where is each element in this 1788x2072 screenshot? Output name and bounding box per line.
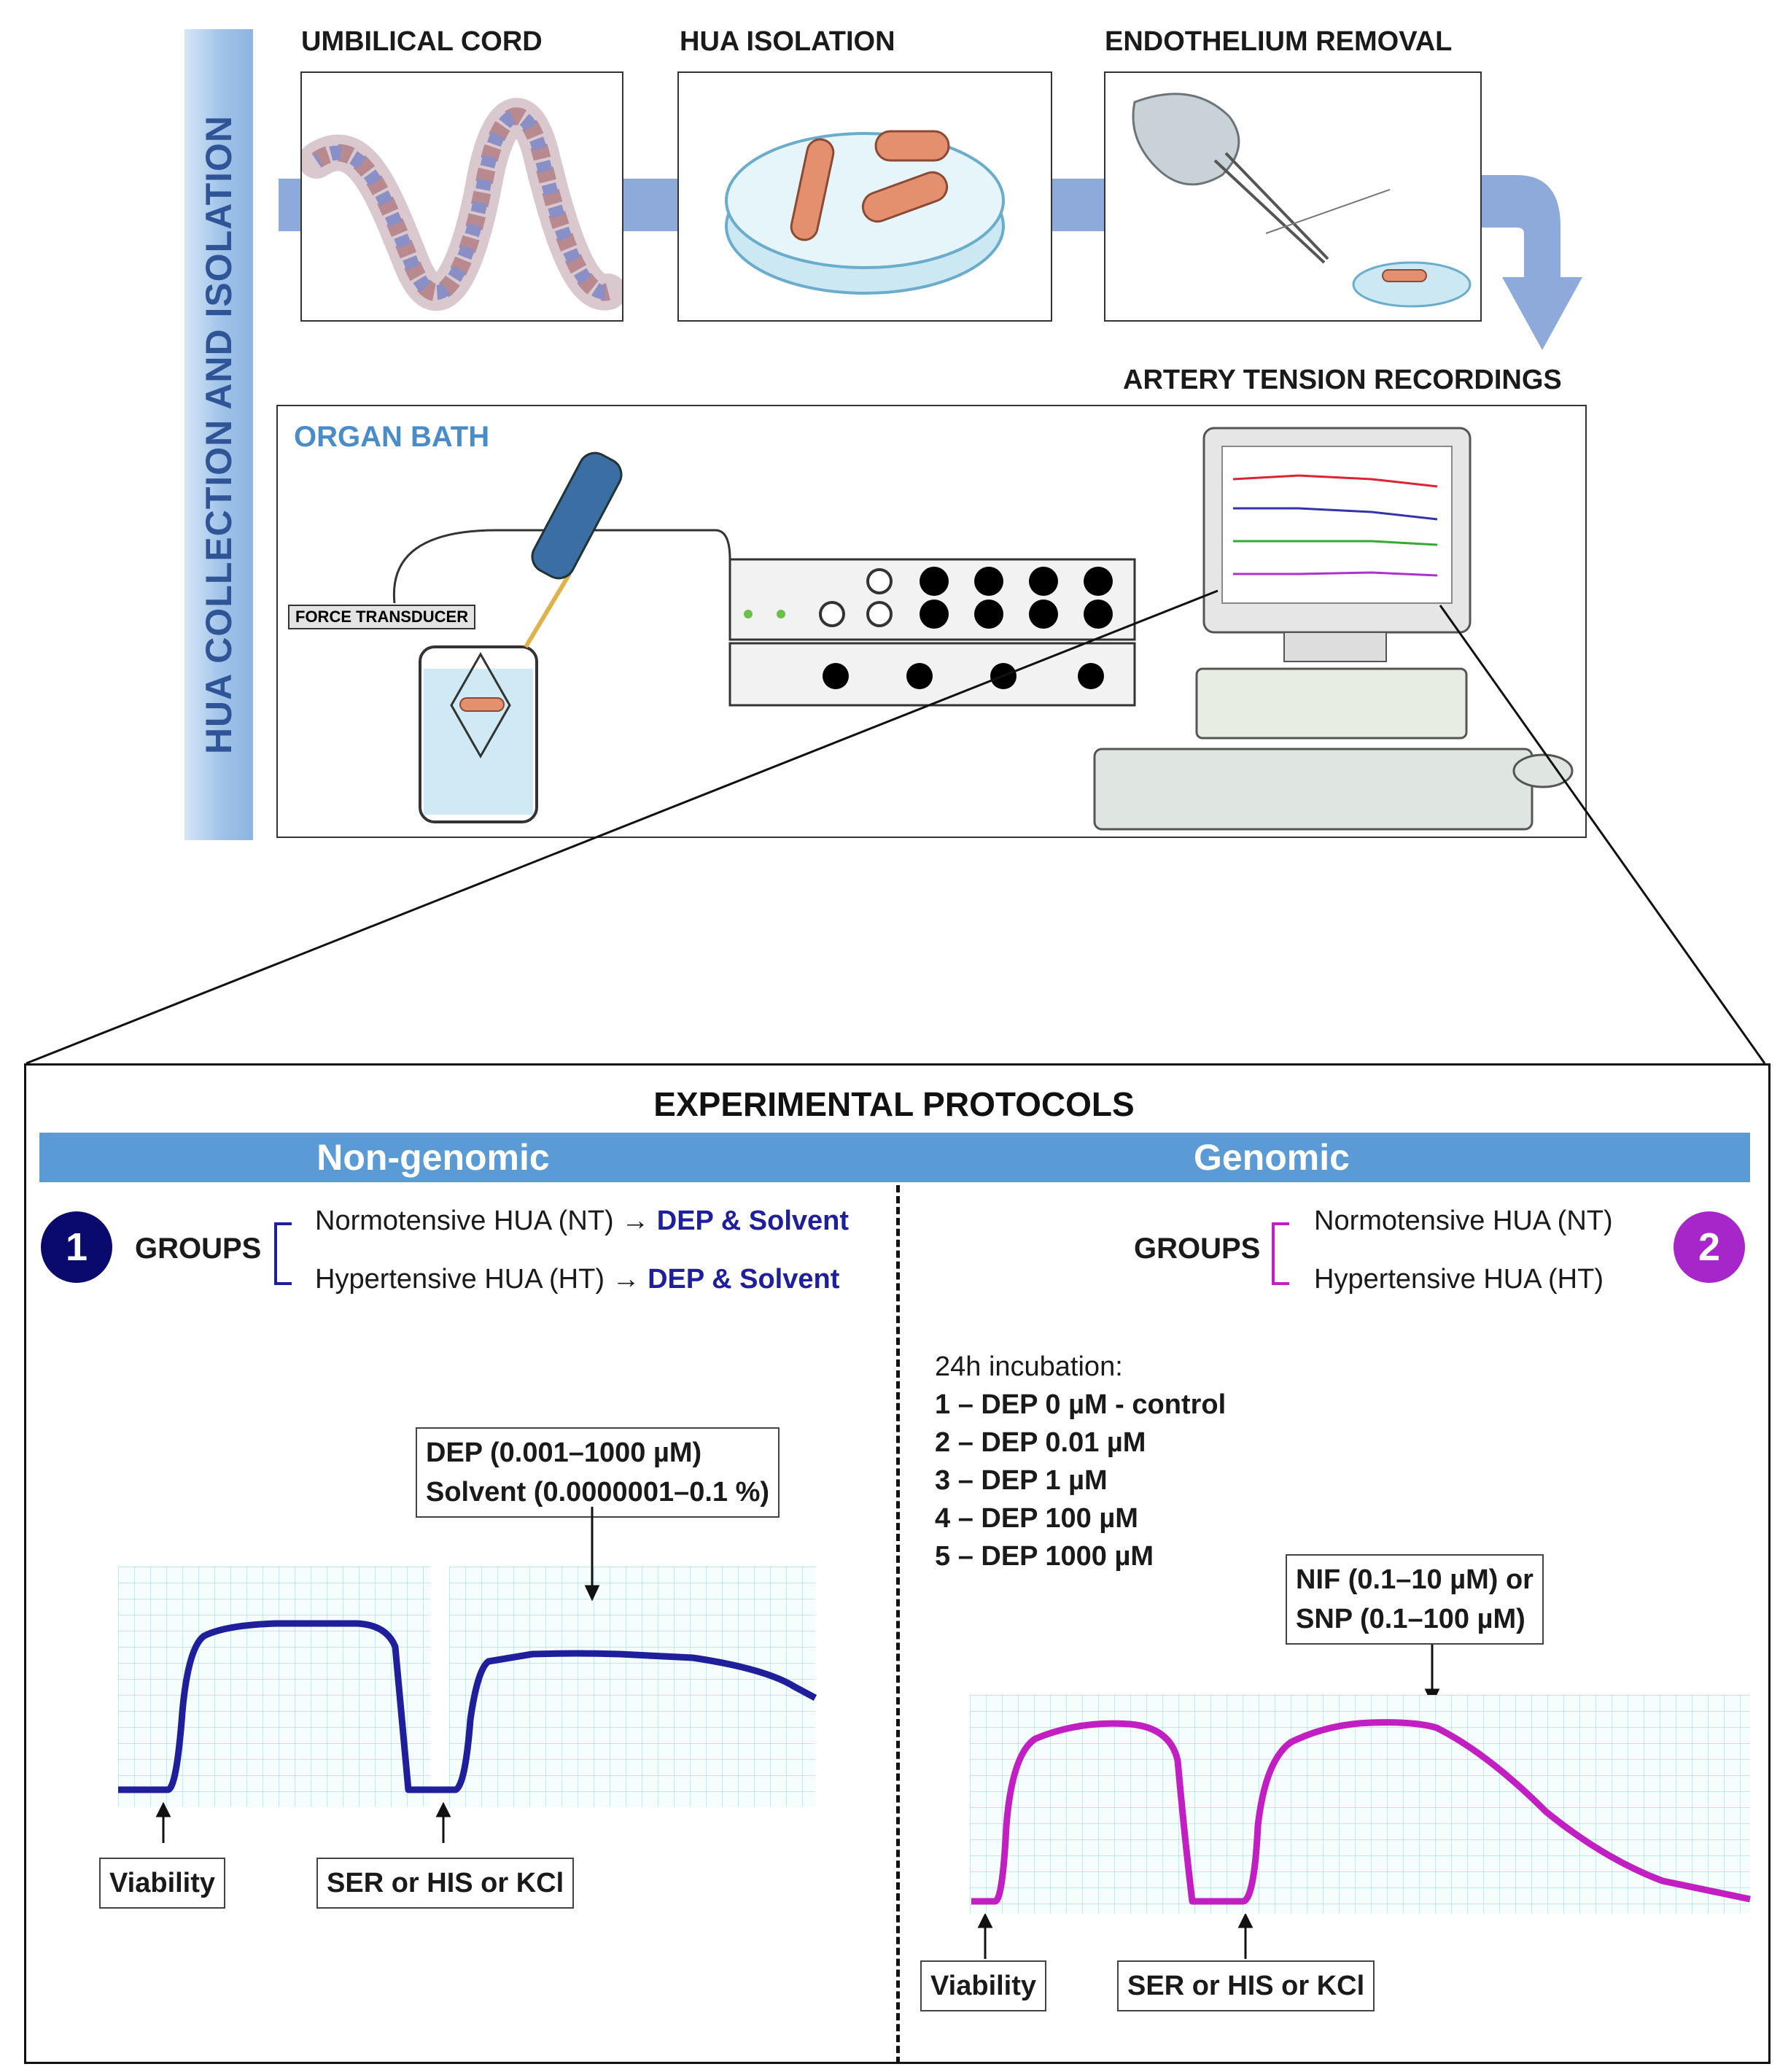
viability-marker: Viability (920, 1960, 1047, 2011)
glove-forceps-illustration (1132, 93, 1472, 308)
genomic-groups-label: GROUPS (1134, 1233, 1261, 1265)
non-genomic-group-ht: Hypertensive HUA (HT) → DEP & Solvent (315, 1264, 840, 1295)
non-genomic-callout: DEP (0.001–1000 µM) Solvent (0.0000001–0… (416, 1427, 780, 1518)
incubation-item: 4 – DEP 100 µM (935, 1503, 1138, 1534)
viability-marker: Viability (99, 1858, 226, 1909)
incubation-item: 5 – DEP 1000 µM (935, 1541, 1154, 1572)
genomic-group-nt: Normotensive HUA (NT) (1314, 1206, 1613, 1236)
protocol-badge-1: 1 (41, 1211, 112, 1283)
non-genomic-group-nt: Normotensive HUA (NT) → DEP & Solvent (315, 1206, 850, 1236)
protocol-header-bar: Non-genomic Genomic (39, 1133, 1750, 1182)
stimulus-marker: SER or HIS or KCl (316, 1858, 575, 1909)
incubation-item: 2 – DEP 0.01 µM (935, 1427, 1146, 1458)
genomic-bracket (1272, 1222, 1289, 1285)
connector-bar (621, 179, 677, 231)
step-label-hua-isolation: HUA ISOLATION (680, 26, 895, 57)
step-box-hua-isolation (677, 71, 1052, 322)
trace-grid (970, 1695, 1750, 1914)
umbilical-cord-illustration (298, 98, 626, 311)
step-box-umbilical-cord (298, 71, 626, 322)
protocols-title: EXPERIMENTAL PROTOCOLS (653, 1085, 1135, 1123)
non-genomic-groups-label: GROUPS (135, 1233, 262, 1265)
non-genomic-bracket (274, 1222, 292, 1285)
protocol-divider (896, 1185, 900, 2064)
genomic-callout: NIF (0.1–10 µM) or SNP (0.1–100 µM) (1286, 1554, 1544, 1645)
step-label-umbilical-cord: UMBILICAL CORD (301, 26, 543, 57)
stimulus-marker: SER or HIS or KCl (1117, 1960, 1375, 2011)
connector-bar (279, 179, 300, 231)
force-transducer-label: FORCE TRANSDUCER (288, 605, 476, 629)
step-box-endothelium-removal (1104, 71, 1482, 322)
organ-bath-title: ORGAN BATH (294, 421, 490, 453)
incubation-item: 3 – DEP 1 µM (935, 1465, 1108, 1496)
non-genomic-header: Non-genomic (316, 1137, 550, 1178)
genomic-group-ht: Hypertensive HUA (HT) (1314, 1264, 1604, 1295)
side-band: HUA COLLECTION AND ISOLATION (184, 29, 253, 840)
step-label-endothelium-removal: ENDOTHELIUM REMOVAL (1105, 26, 1453, 57)
zoom-lines (26, 589, 1766, 1065)
incubation-title: 24h incubation: (935, 1351, 1123, 1382)
organ-bath-panel: ORGAN BATH FORCE (276, 405, 1587, 838)
organ-bath-illustration (392, 427, 1574, 831)
connector-bar (1049, 179, 1104, 231)
genomic-trace (971, 1719, 1751, 1905)
trace-grid (449, 1567, 815, 1807)
curved-arrow-icon (1477, 175, 1582, 350)
protocol-badge-2: 2 (1674, 1211, 1745, 1283)
petri-dish-illustration (725, 130, 1005, 295)
non-genomic-trace (118, 1620, 817, 1793)
incubation-item: 1 – DEP 0 µM - control (935, 1389, 1227, 1420)
trace-grid (118, 1567, 430, 1807)
recordings-label: ARTERY TENSION RECORDINGS (1123, 365, 1562, 395)
genomic-header: Genomic (1194, 1137, 1350, 1178)
